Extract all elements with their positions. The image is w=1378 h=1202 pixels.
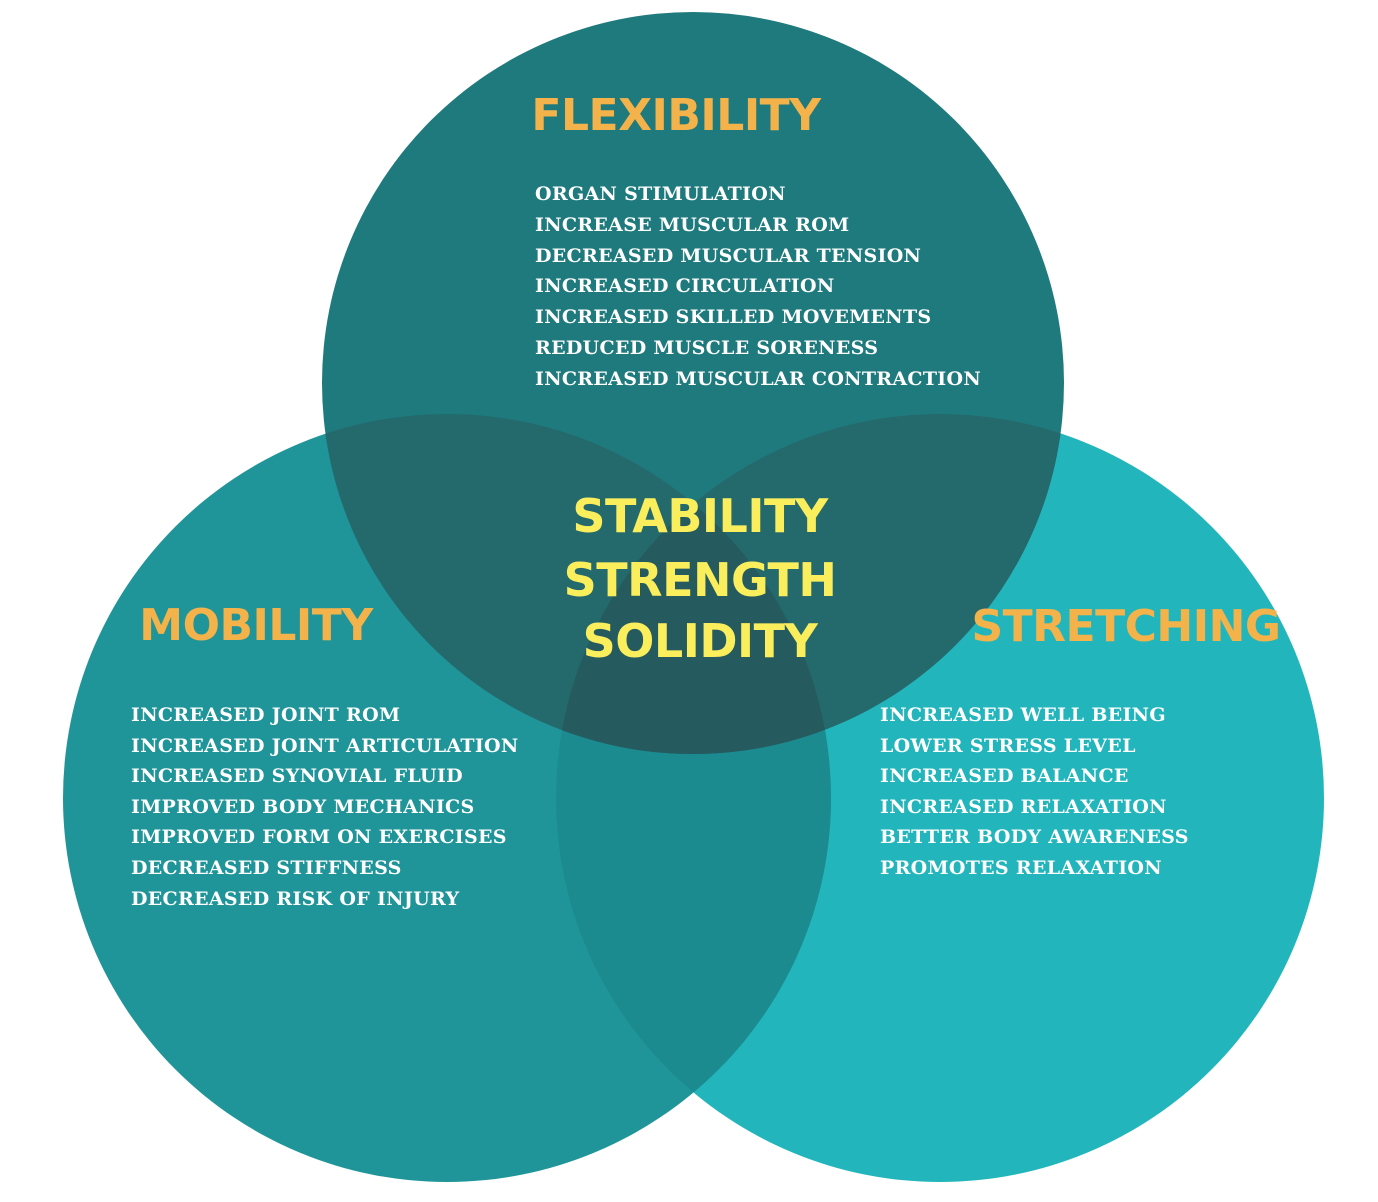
flexibility-item: INCREASED SKILLED MOVEMENTS: [535, 306, 931, 328]
stretching-heading: STRETCHING: [971, 601, 1280, 652]
mobility-item: INCREASED SYNOVIAL FLUID: [131, 765, 463, 787]
flexibility-item: INCREASED MUSCULAR CONTRACTION: [535, 368, 981, 390]
stretching-item: LOWER STRESS LEVEL: [880, 735, 1136, 757]
center-line-solidity: SOLIDITY: [583, 614, 819, 668]
stretching-item: INCREASED RELAXATION: [880, 796, 1167, 818]
center-text: STABILITY STRENGTH SOLIDITY: [564, 489, 837, 668]
center-line-strength: STRENGTH: [564, 553, 837, 607]
stretching-item: INCREASED BALANCE: [880, 765, 1129, 787]
mobility-item: DECREASED RISK OF INJURY: [131, 888, 459, 910]
center-line-stability: STABILITY: [572, 489, 829, 543]
stretching-items: INCREASED WELL BEING LOWER STRESS LEVEL …: [880, 704, 1189, 879]
flexibility-stretching-overlap: [556, 414, 1064, 754]
mobility-heading: MOBILITY: [139, 600, 374, 651]
flexibility-item: INCREASE MUSCULAR ROM: [535, 214, 849, 236]
stretching-item: BETTER BODY AWARENESS: [880, 826, 1189, 848]
mobility-item: DECREASED STIFFNESS: [131, 857, 402, 879]
flexibility-item: REDUCED MUSCLE SORENESS: [535, 337, 878, 359]
mobility-item: INCREASED JOINT ROM: [131, 704, 400, 726]
flexibility-item: DECREASED MUSCULAR TENSION: [535, 245, 921, 267]
flexibility-heading: FLEXIBILITY: [531, 90, 822, 141]
mobility-item: INCREASED JOINT ARTICULATION: [131, 735, 519, 757]
stretching-item: INCREASED WELL BEING: [880, 704, 1166, 726]
flexibility-item: ORGAN STIMULATION: [535, 183, 786, 205]
mobility-item: IMPROVED FORM ON EXERCISES: [131, 826, 507, 848]
flexibility-items: ORGAN STIMULATION INCREASE MUSCULAR ROM …: [535, 183, 981, 390]
flexibility-item: INCREASED CIRCULATION: [535, 275, 834, 297]
mobility-items: INCREASED JOINT ROM INCREASED JOINT ARTI…: [131, 704, 519, 910]
mobility-item: IMPROVED BODY MECHANICS: [131, 796, 474, 818]
flexibility-mobility-overlap: [322, 414, 831, 754]
stretching-item: PROMOTES RELAXATION: [880, 857, 1162, 879]
